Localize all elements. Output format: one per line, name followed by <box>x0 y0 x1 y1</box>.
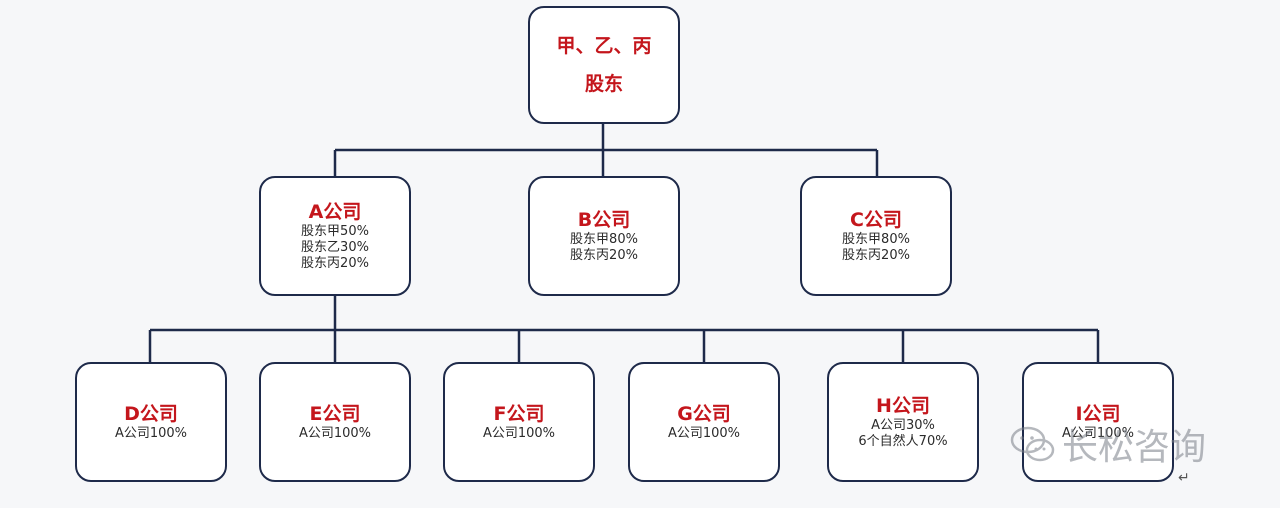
root-subtitle: 股东 <box>584 73 623 95</box>
node-company-i: I公司 A公司100% <box>1022 362 1174 482</box>
node-company-e: E公司 A公司100% <box>259 362 411 482</box>
node-detail: A公司100% <box>482 426 556 441</box>
node-title: F公司 <box>493 403 545 425</box>
node-title: C公司 <box>850 209 902 231</box>
node-company-c: C公司 股东甲80% 股东丙20% <box>800 176 952 296</box>
node-title: G公司 <box>677 403 731 425</box>
node-detail: 股东甲80% <box>842 232 910 247</box>
watermark-text: 长松咨询 <box>1062 427 1207 468</box>
node-title: A公司 <box>308 201 362 223</box>
node-company-b: B公司 股东甲80% 股东丙20% <box>528 176 680 296</box>
node-company-h: H公司 A公司30% 6个自然人70% <box>827 362 979 482</box>
watermark: 长松咨询 <box>1010 418 1206 470</box>
node-title: I公司 <box>1075 403 1121 425</box>
node-detail: A公司30% <box>871 418 935 433</box>
node-detail: 股东丙20% <box>570 248 638 263</box>
node-title: E公司 <box>309 403 361 425</box>
node-title: H公司 <box>876 395 930 417</box>
node-company-g: G公司 A公司100% <box>628 362 780 482</box>
return-arrow-icon: ↵ <box>1178 470 1190 486</box>
node-detail: 股东甲80% <box>570 232 638 247</box>
node-title: B公司 <box>577 209 631 231</box>
node-detail: 股东丙20% <box>301 256 369 271</box>
node-company-a: A公司 股东甲50% 股东乙30% 股东丙20% <box>259 176 411 296</box>
node-company-f: F公司 A公司100% <box>443 362 595 482</box>
node-detail: 股东丙20% <box>842 248 910 263</box>
node-company-d: D公司 A公司100% <box>75 362 227 482</box>
node-detail: A公司100% <box>114 426 188 441</box>
node-detail: 股东乙30% <box>301 240 369 255</box>
wechat-bubbles-icon <box>1010 426 1055 462</box>
node-title: D公司 <box>124 403 178 425</box>
root-title: 甲、乙、丙 <box>556 35 652 57</box>
node-detail: A公司100% <box>298 426 372 441</box>
root-node-shareholders: 甲、乙、丙 股东 <box>528 6 680 124</box>
node-detail: A公司100% <box>667 426 741 441</box>
node-detail: 6个自然人70% <box>858 434 948 449</box>
node-detail: A公司100% <box>1061 426 1135 441</box>
node-detail: 股东甲50% <box>301 224 369 239</box>
